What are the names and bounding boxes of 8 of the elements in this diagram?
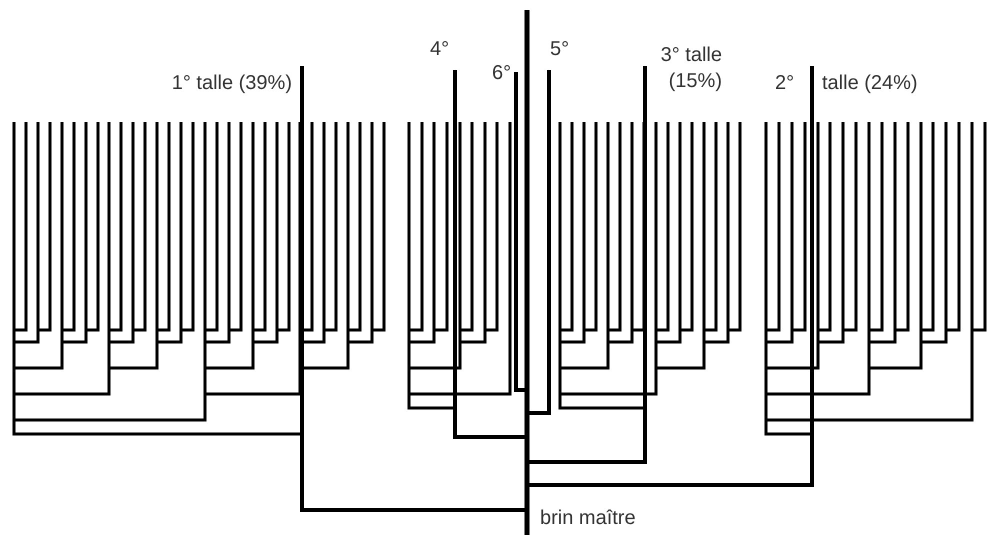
tiller-label: talle (24%) [822, 71, 918, 96]
tiller-label: 5° [550, 37, 570, 62]
tiller-label: 6° [492, 61, 512, 86]
tiller-label: 3° talle (15%) [660, 43, 722, 94]
tiller-label: brin maître [540, 506, 636, 531]
tiller-label: 1° talle (39%) [172, 71, 292, 96]
tiller-label: 2° [775, 71, 794, 96]
tiller-label: 4° [430, 37, 450, 62]
